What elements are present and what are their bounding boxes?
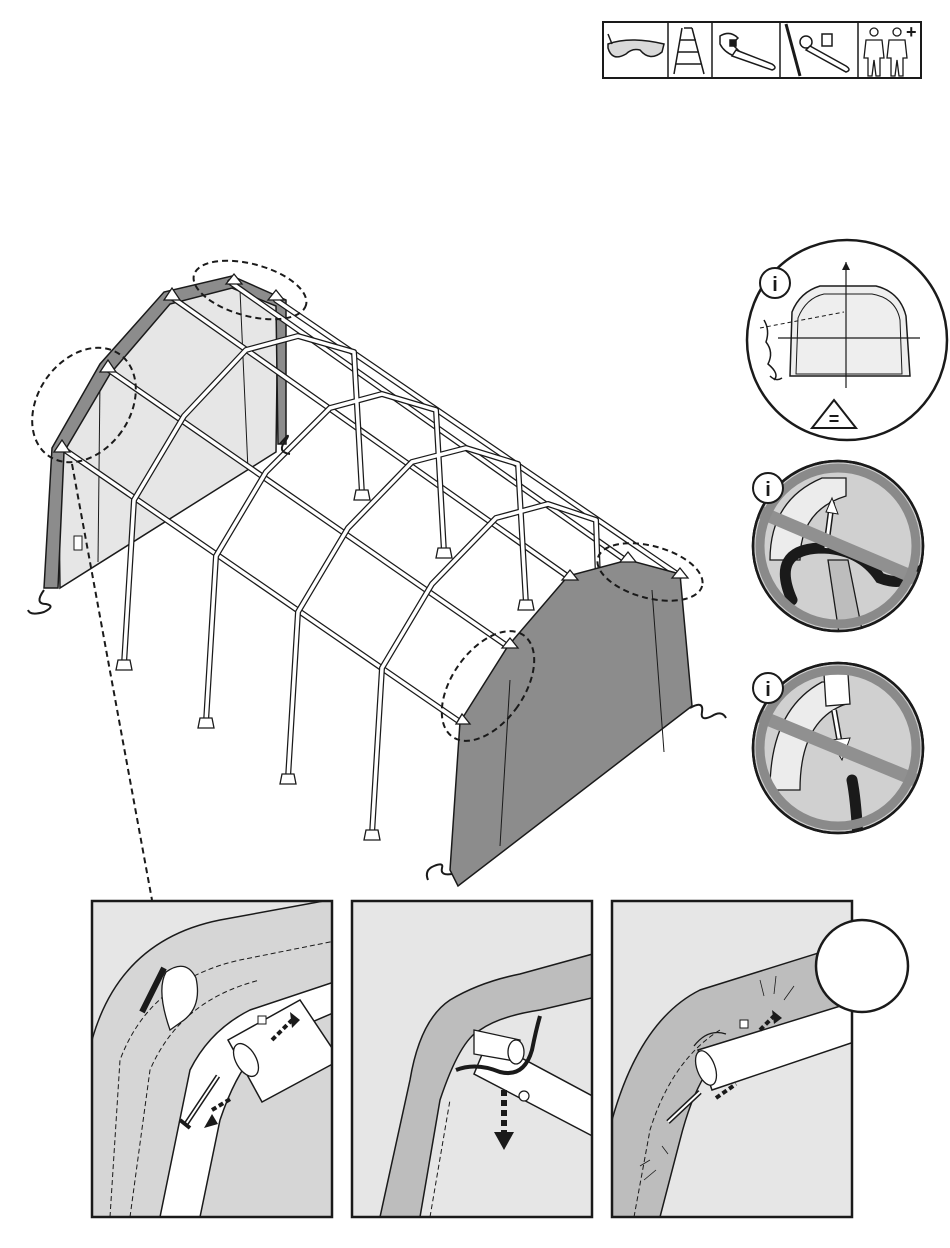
detail-panel-1 bbox=[92, 898, 340, 1217]
front-end-panel bbox=[450, 560, 692, 886]
blank-callout-circle bbox=[816, 920, 908, 1012]
info-badge-1: i bbox=[772, 274, 778, 296]
equal-mark: = bbox=[829, 409, 840, 429]
info-panel-prohibited-2: i bbox=[753, 663, 923, 840]
tool-requirements-strip: + bbox=[603, 22, 921, 78]
detail-panel-2 bbox=[352, 901, 600, 1217]
info-badge-2: i bbox=[765, 479, 771, 501]
main-assembly-illustration bbox=[11, 250, 726, 900]
info-panel-prohibited-1: i bbox=[753, 461, 930, 640]
two-person-plus-mark: + bbox=[906, 22, 917, 42]
rear-end-panel bbox=[58, 282, 278, 588]
info-panel-equal-tension: i = bbox=[747, 240, 947, 440]
info-badge-3: i bbox=[765, 679, 771, 701]
detail-panel-3 bbox=[612, 901, 908, 1217]
